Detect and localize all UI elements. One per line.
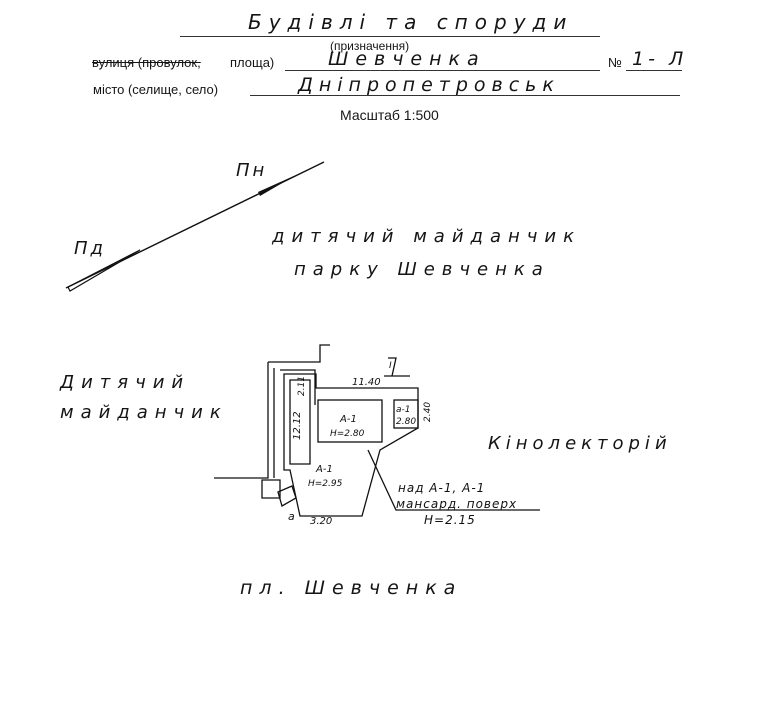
note-line-1: над А-1, А-1 [398, 481, 485, 495]
room-a1 [317, 399, 383, 443]
south-label: Пд [74, 238, 106, 259]
number-value: 1- Л [632, 48, 688, 70]
mark-a: a [288, 510, 295, 523]
left-playground-label-2: майданчик [60, 402, 228, 423]
room-a1m-height: Н=2.95 [308, 479, 343, 489]
mark-i: I [389, 361, 392, 371]
porch [277, 485, 297, 507]
document-title: Будівлі та споруди [248, 10, 574, 34]
street-underline [285, 70, 600, 71]
dim-left-upper: 2.11 [297, 376, 307, 396]
title-underline [180, 36, 600, 37]
scale-label: Масштаб 1:500 [340, 107, 439, 123]
room-a1-label: А-1 [339, 414, 357, 425]
street-value: Шевченка [328, 48, 486, 70]
room-a1b-label: а-1 [396, 405, 411, 415]
note-line-3: Н=2.15 [424, 513, 476, 527]
cinema-label: Кінолекторій [488, 433, 672, 454]
room-a1m-label: А-1 [315, 464, 333, 475]
city-label: місто (селище, село) [93, 82, 219, 97]
street-label-struck: вулиця (провулок, [92, 55, 201, 70]
square-label: пл. Шевченка [240, 577, 463, 599]
note-line-2: мансард. поверх [396, 497, 517, 511]
park-playground-label: дитячий майданчик [272, 226, 581, 247]
north-label: Пн [236, 160, 268, 181]
room-a1-small [393, 399, 419, 429]
room-a1-height: Н=2.80 [330, 429, 365, 439]
building-outline [283, 373, 419, 517]
park-name-label: парку Шевченка [294, 259, 550, 280]
room-a1b-height: 2.80 [396, 417, 416, 427]
number-underline [626, 70, 682, 71]
left-playground-label-1: Дитячий [60, 372, 191, 393]
city-underline [250, 95, 680, 96]
dim-bottom: 3.20 [310, 516, 332, 527]
dim-top: 11.40 [352, 377, 381, 388]
dim-right: 2.40 [423, 402, 433, 422]
purpose-caption: (призначення) [330, 39, 410, 53]
south-arrow-tail [67, 249, 141, 292]
street-label: площа) [230, 55, 275, 70]
entrance-mark [384, 357, 410, 377]
dim-left-main: 12.12 [292, 411, 303, 440]
north-arrowhead [258, 175, 296, 196]
city-value: Дніпропетровськ [298, 74, 560, 96]
number-label: № [608, 55, 622, 70]
outer-wall [214, 344, 330, 479]
note-leader [367, 449, 540, 511]
